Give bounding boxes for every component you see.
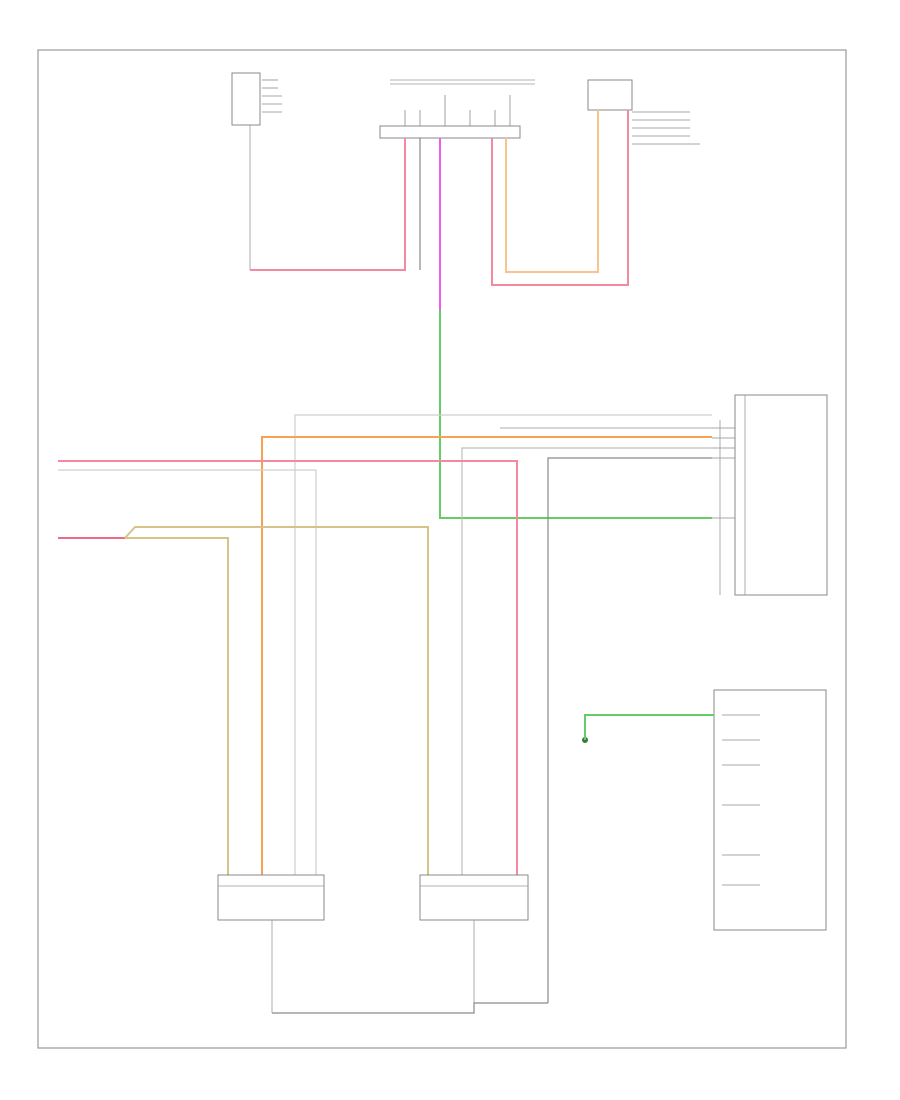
wire-left-red-top	[58, 460, 518, 875]
right-seat-module	[419, 874, 529, 1013]
left-seat-module	[217, 874, 325, 1013]
body-control-module	[712, 394, 828, 596]
wire-green-trunk	[439, 310, 712, 519]
top-left-connector	[231, 72, 282, 270]
wire-mid-gray-1	[294, 414, 712, 875]
wire-left-tan-2	[125, 537, 229, 875]
switch-assembly	[713, 689, 827, 931]
wire-bottom-return	[272, 1002, 548, 1014]
top-right-connector	[587, 79, 700, 145]
wire-left-gray-top	[58, 469, 317, 875]
wire-mid-gray-3	[461, 447, 712, 875]
wire-top-right-orange-loop	[505, 110, 599, 273]
wire-top-right-red-loop	[491, 110, 629, 286]
wire-left-tan-1	[124, 526, 429, 875]
wire-mid-orange	[261, 436, 712, 875]
wire-top-left-red	[250, 138, 406, 271]
top-center-connector	[379, 79, 535, 139]
diagram-frame	[37, 49, 847, 1049]
wire-mid-dgray-return	[547, 457, 712, 1003]
wire-ground-green	[584, 714, 714, 740]
